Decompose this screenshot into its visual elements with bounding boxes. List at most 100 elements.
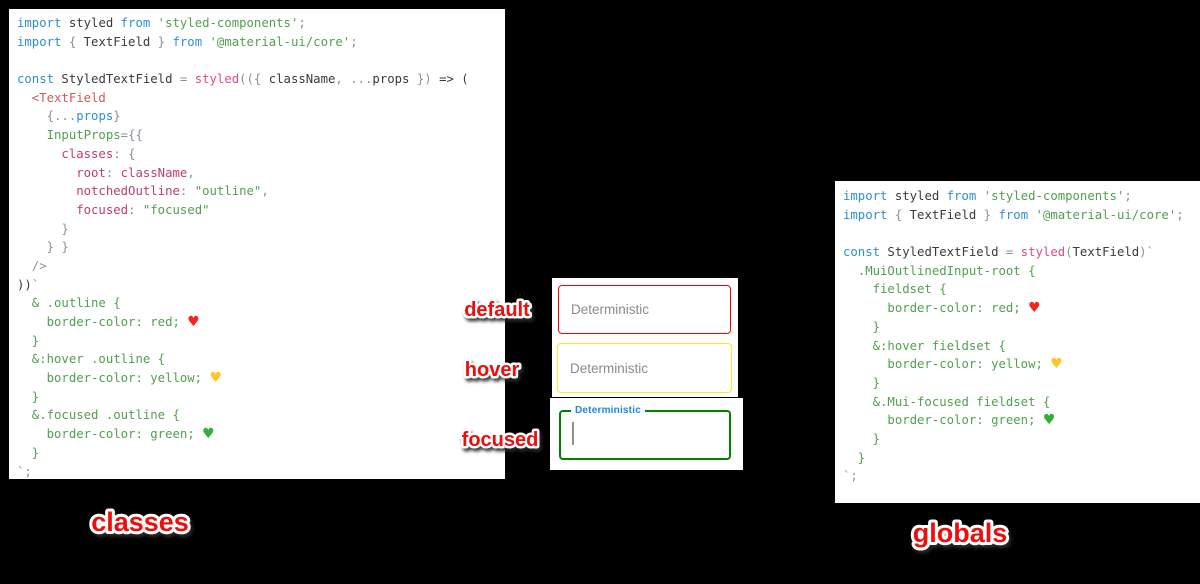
heart-icon: ♥ bbox=[1042, 412, 1056, 429]
code-line: InputProps={{ bbox=[17, 126, 505, 145]
code-token: , ... bbox=[335, 72, 373, 87]
code-token: , bbox=[261, 184, 269, 199]
code-token: : bbox=[179, 184, 195, 199]
code-line: const StyledTextField = styled(TextField… bbox=[843, 243, 1200, 262]
code-line: .MuiOutlinedInput-root { bbox=[843, 262, 1200, 281]
code-token: "focused" bbox=[142, 202, 210, 217]
code-line: } bbox=[17, 444, 505, 463]
code-token: border-color: red; bbox=[17, 315, 188, 329]
code-token: from bbox=[946, 189, 977, 203]
code-line: border-color: red; ♥ bbox=[843, 299, 1200, 318]
code-token: /> bbox=[17, 258, 47, 273]
code-line: notchedOutline: "outline", bbox=[17, 182, 505, 201]
code-token: const bbox=[17, 72, 55, 87]
code-line: classes: { bbox=[17, 145, 505, 164]
sticker-globals: globals bbox=[910, 515, 1011, 551]
code-token: styled bbox=[1020, 245, 1066, 260]
code-token: const bbox=[843, 245, 881, 260]
sticker-hover-text: hover bbox=[465, 359, 520, 381]
code-token: focused bbox=[17, 202, 129, 217]
code-token: import bbox=[17, 34, 62, 49]
code-line: <TextField bbox=[17, 89, 505, 108]
code-token: props bbox=[76, 109, 114, 124]
code-line: `; bbox=[17, 463, 505, 480]
code-token: import bbox=[843, 189, 888, 203]
code-token: TextField bbox=[1072, 245, 1140, 260]
code-token: TextField bbox=[909, 207, 977, 222]
code-line bbox=[17, 51, 505, 70]
textfield-focused-label: Deterministic bbox=[571, 404, 645, 417]
sticker-default: default bbox=[462, 297, 533, 324]
code-token: } bbox=[17, 221, 69, 236]
code-token: ` bbox=[31, 277, 40, 292]
textfield-hover-input[interactable] bbox=[558, 344, 731, 392]
code-token: &.Mui-focused fieldset { bbox=[843, 394, 1051, 409]
code-token: & .outline { bbox=[17, 296, 121, 311]
code-line: border-color: red; ♥ bbox=[17, 313, 505, 332]
code-token: } bbox=[113, 109, 121, 124]
code-token: = bbox=[179, 72, 195, 87]
code-token: `; bbox=[17, 464, 32, 479]
heart-icon: ♥ bbox=[209, 370, 223, 387]
code-line: &.Mui-focused fieldset { bbox=[843, 393, 1200, 412]
code-token: '@material-ui/core' bbox=[1028, 207, 1177, 222]
code-token: } bbox=[976, 207, 999, 222]
code-token: ; bbox=[1176, 207, 1184, 222]
code-line: } bbox=[843, 318, 1200, 337]
code-token: ( bbox=[1065, 245, 1073, 260]
code-line bbox=[843, 224, 1200, 243]
code-token: 'styled-components' bbox=[976, 189, 1125, 203]
text-cursor bbox=[572, 422, 574, 445]
code-token: }) bbox=[409, 72, 440, 87]
sticker-classes: classes bbox=[88, 504, 192, 540]
code-token: styled bbox=[194, 72, 240, 87]
sticker-focused-text: focused bbox=[462, 429, 539, 451]
code-panel-classes: import styled from 'styled-components';i… bbox=[9, 9, 505, 479]
sticker-hover: hover bbox=[462, 357, 522, 384]
code-line: &.focused .outline { bbox=[17, 406, 505, 425]
code-token: { bbox=[887, 207, 910, 222]
code-line: &:hover .outline { bbox=[17, 350, 505, 369]
code-token: } bbox=[17, 389, 40, 404]
code-token: => ( bbox=[439, 72, 469, 87]
code-line: import { TextField } from '@material-ui/… bbox=[843, 206, 1200, 225]
code-token: ; bbox=[350, 34, 358, 49]
code-token: notchedOutline bbox=[17, 184, 180, 199]
heart-icon: ♥ bbox=[1028, 300, 1041, 317]
code-line: import styled from 'styled-components'; bbox=[17, 14, 505, 33]
code-line: border-color: yellow; ♥ bbox=[17, 369, 505, 388]
code-token: : bbox=[105, 165, 121, 180]
code-token: {... bbox=[17, 109, 77, 124]
code-token: ={{ bbox=[120, 128, 143, 143]
code-token: from bbox=[172, 34, 203, 49]
code-token: : { bbox=[113, 146, 136, 161]
code-token: { bbox=[61, 34, 84, 49]
code-line: } bbox=[843, 430, 1200, 449]
textfield-default[interactable] bbox=[558, 285, 731, 334]
code-token: `; bbox=[843, 469, 858, 484]
code-token: } bbox=[150, 34, 173, 49]
code-token: ; bbox=[298, 16, 306, 30]
code-token: : bbox=[128, 202, 143, 217]
code-line: border-color: green; ♥ bbox=[17, 425, 505, 444]
textfield-default-input[interactable] bbox=[559, 286, 730, 333]
code-token: from bbox=[998, 207, 1029, 222]
code-line: {...props} bbox=[17, 107, 505, 126]
textfield-hover[interactable] bbox=[557, 343, 732, 393]
code-token: StyledTextField bbox=[880, 245, 1006, 260]
code-token: &.focused .outline { bbox=[17, 408, 180, 423]
code-line: focused: "focused" bbox=[17, 201, 505, 220]
code-token: ; bbox=[1124, 189, 1132, 203]
code-token: = bbox=[1005, 245, 1021, 260]
textfield-focused[interactable]: Deterministic bbox=[559, 404, 731, 460]
code-token: import bbox=[17, 16, 62, 30]
code-token: props bbox=[372, 72, 410, 87]
code-line: } bbox=[17, 220, 505, 239]
heart-icon: ♥ bbox=[1050, 356, 1063, 373]
code-line: import styled from 'styled-components'; bbox=[843, 187, 1200, 206]
textfield-focused-input[interactable] bbox=[561, 412, 729, 458]
code-token: styled bbox=[887, 189, 947, 203]
code-token: } bbox=[843, 319, 881, 334]
code-token: "outline" bbox=[194, 184, 262, 199]
code-line: & .outline { bbox=[17, 294, 505, 313]
